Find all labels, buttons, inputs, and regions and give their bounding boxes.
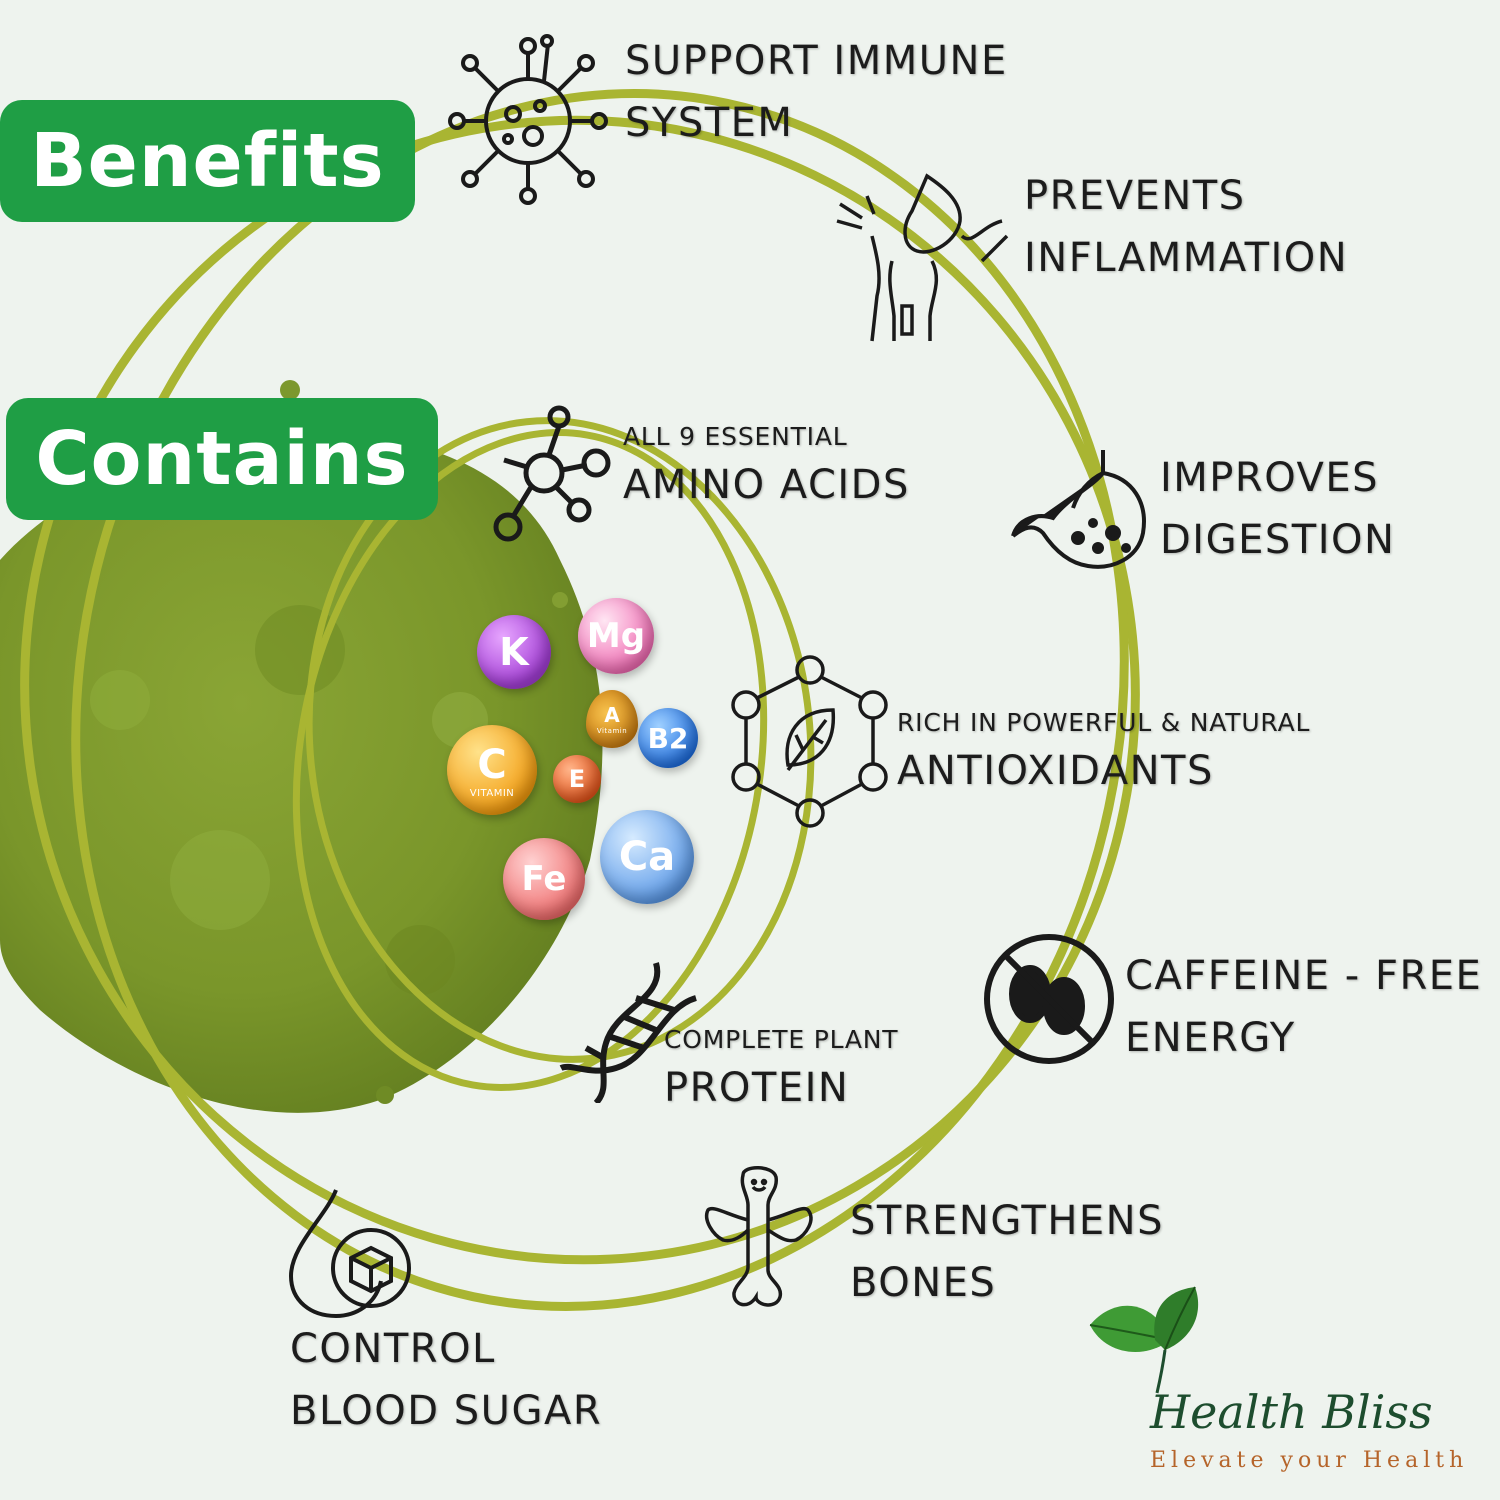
benefit-inflammation-line2: INFLAMMATION (1024, 235, 1349, 281)
molecule-icon (493, 405, 611, 542)
dna-icon (559, 962, 698, 1103)
vitamin-b2-label: B2 (647, 721, 689, 755)
benefit-bones-line1: STRENGTHENS (850, 1198, 1164, 1244)
contains-amino: ALL 9 ESSENTIAL AMINO ACIDS (623, 420, 910, 516)
vitamin-e-bubble: E (553, 755, 601, 803)
benefit-blood-sugar: CONTROL BLOOD SUGAR (290, 1318, 602, 1442)
vitamin-c-bubble: C VITAMIN (447, 725, 537, 815)
benefit-caffeine-line2: ENERGY (1125, 1015, 1296, 1061)
mineral-fe-label: Fe (521, 859, 567, 899)
contains-protein-small: COMPLETE PLANT (664, 1025, 899, 1054)
contains-protein-big: PROTEIN (664, 1065, 850, 1111)
benefit-rings (20, 89, 1140, 1311)
knee-joint-icon (836, 173, 1009, 342)
benefit-caffeine-line1: CAFFEINE - FREE (1125, 953, 1483, 999)
benefit-digestion-line2: DIGESTION (1160, 517, 1396, 563)
vitamin-c-label: C (477, 741, 507, 788)
mineral-mg-label: Mg (586, 616, 646, 656)
vitamin-c-sublabel: VITAMIN (469, 787, 515, 799)
benefits-badge: Benefits (0, 100, 415, 222)
benefit-immune-line2: SYSTEM (625, 100, 794, 146)
benefit-immune-line1: SUPPORT IMMUNE (625, 38, 1008, 84)
mineral-fe-bubble: Fe (503, 838, 585, 920)
vitamin-k-label: K (499, 630, 529, 674)
brand-name: Health Bliss (1150, 1385, 1433, 1439)
strong-bone-icon (705, 1166, 813, 1307)
mineral-ca-label: Ca (618, 834, 676, 880)
vitamin-a-label: A (604, 703, 620, 727)
contains-antioxidants-small: RICH IN POWERFUL & NATURAL (897, 708, 1311, 737)
benefit-blood-sugar-line1: CONTROL (290, 1326, 496, 1372)
benefit-blood-sugar-line2: BLOOD SUGAR (290, 1388, 603, 1434)
contains-protein: COMPLETE PLANT PROTEIN (664, 1023, 898, 1119)
contains-badge: Contains (6, 398, 438, 520)
mineral-ca-bubble: Ca (600, 810, 694, 904)
vitamin-e-label: E (568, 765, 586, 793)
benefit-caffeine: CAFFEINE - FREE ENERGY (1125, 945, 1482, 1069)
vitamin-k-bubble: K (477, 615, 551, 689)
benefit-immune: SUPPORT IMMUNE SYSTEM (625, 30, 1008, 154)
contains-amino-small: ALL 9 ESSENTIAL (623, 422, 848, 451)
benefit-bones-line2: BONES (850, 1260, 997, 1306)
vitamin-b2-bubble: B2 (638, 708, 698, 768)
contains-amino-big: AMINO ACIDS (623, 462, 910, 508)
benefit-digestion: IMPROVES DIGESTION (1160, 447, 1395, 571)
matcha-powder (0, 380, 603, 1113)
leaf-logo-icon (1089, 1286, 1199, 1394)
benefit-inflammation-line1: PREVENTS (1024, 173, 1246, 219)
virus-icon (448, 34, 608, 205)
vitamin-a-sublabel: Vitamin (596, 727, 628, 735)
contains-antioxidants: RICH IN POWERFUL & NATURAL ANTIOXIDANTS (897, 706, 1310, 802)
no-coffee-icon (984, 934, 1114, 1064)
blood-drop-icon (288, 1189, 411, 1319)
mineral-mg-bubble: Mg (578, 598, 654, 674)
benefit-inflammation: PREVENTS INFLAMMATION (1024, 165, 1348, 289)
stomach-icon (1011, 450, 1146, 569)
benefit-digestion-line1: IMPROVES (1160, 455, 1380, 501)
benefit-bones: STRENGTHENS BONES (850, 1190, 1164, 1314)
vitamin-a-drop: A Vitamin (586, 690, 638, 748)
brand-tagline: Elevate your Health (1150, 1448, 1469, 1473)
leaf-hexagon-icon (731, 655, 888, 828)
contains-antioxidants-big: ANTIOXIDANTS (897, 748, 1214, 794)
